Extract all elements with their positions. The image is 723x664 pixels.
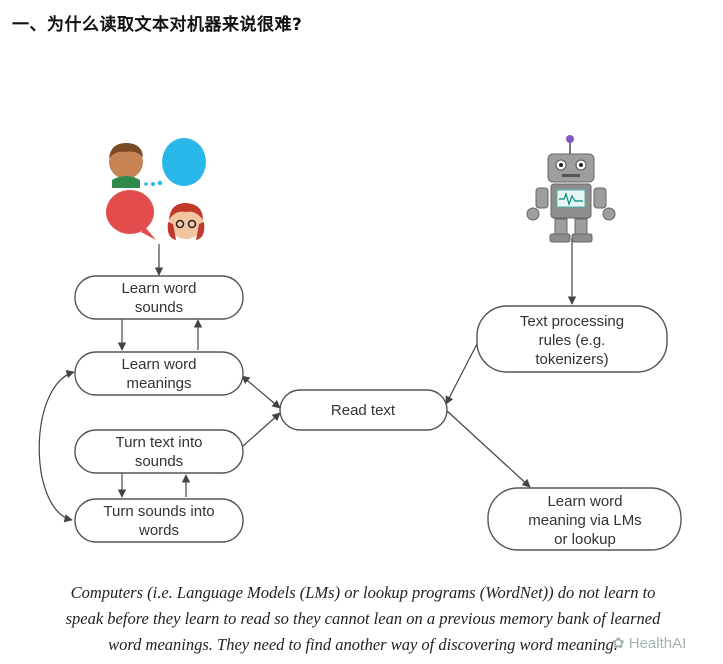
node-label-line: Turn sounds into xyxy=(103,503,214,520)
people-chatting-icon xyxy=(106,138,206,240)
node-read-text: Read text xyxy=(279,389,448,431)
node-label-line: sounds xyxy=(135,453,183,470)
watermark-text: HealthAI xyxy=(628,635,687,652)
node-learn-word-meanings: Learn word meanings xyxy=(74,351,244,396)
watermark: ✿ HealthAI xyxy=(612,634,686,652)
wechat-icon: ✿ xyxy=(612,635,625,652)
node-label-line: words xyxy=(138,522,179,539)
section-heading: 一、为什么读取文本对机器来说很难? xyxy=(12,15,303,35)
node-label-line: Learn word xyxy=(547,493,622,510)
node-label-line: meaning via LMs xyxy=(528,512,641,529)
node-label-line: Read text xyxy=(331,402,396,419)
node-label-line: Turn text into xyxy=(116,434,203,451)
node-label-line: Learn word xyxy=(121,356,196,373)
node-text-processing-rules: Text processing rules (e.g. tokenizers) xyxy=(476,305,668,373)
node-learn-word-meaning-via-lms: Learn word meaning via LMs or lookup xyxy=(487,487,682,551)
node-turn-sounds-into-words: Turn sounds into words xyxy=(74,498,244,543)
robot-icon xyxy=(526,135,616,243)
caption-line: Computers (i.e. Language Models (LMs) or… xyxy=(70,583,656,602)
node-label-line: sounds xyxy=(135,299,183,316)
diagram-edges xyxy=(38,238,577,523)
node-label-line: Text processing xyxy=(520,313,624,330)
figure-caption: Computers (i.e. Language Models (LMs) or… xyxy=(20,580,706,658)
node-label-line: Learn word xyxy=(121,280,196,297)
node-label-line: rules (e.g. xyxy=(539,332,606,349)
node-label-line: or lookup xyxy=(554,531,616,548)
node-label-line: tokenizers) xyxy=(535,351,608,368)
node-turn-text-into-sounds: Turn text into sounds xyxy=(74,429,244,474)
node-learn-word-sounds: Learn word sounds xyxy=(74,275,244,320)
node-label-line: meanings xyxy=(126,375,191,392)
caption-line: speak before they learn to read so they … xyxy=(65,609,661,628)
caption-line: word meanings. They need to find another… xyxy=(108,635,618,654)
